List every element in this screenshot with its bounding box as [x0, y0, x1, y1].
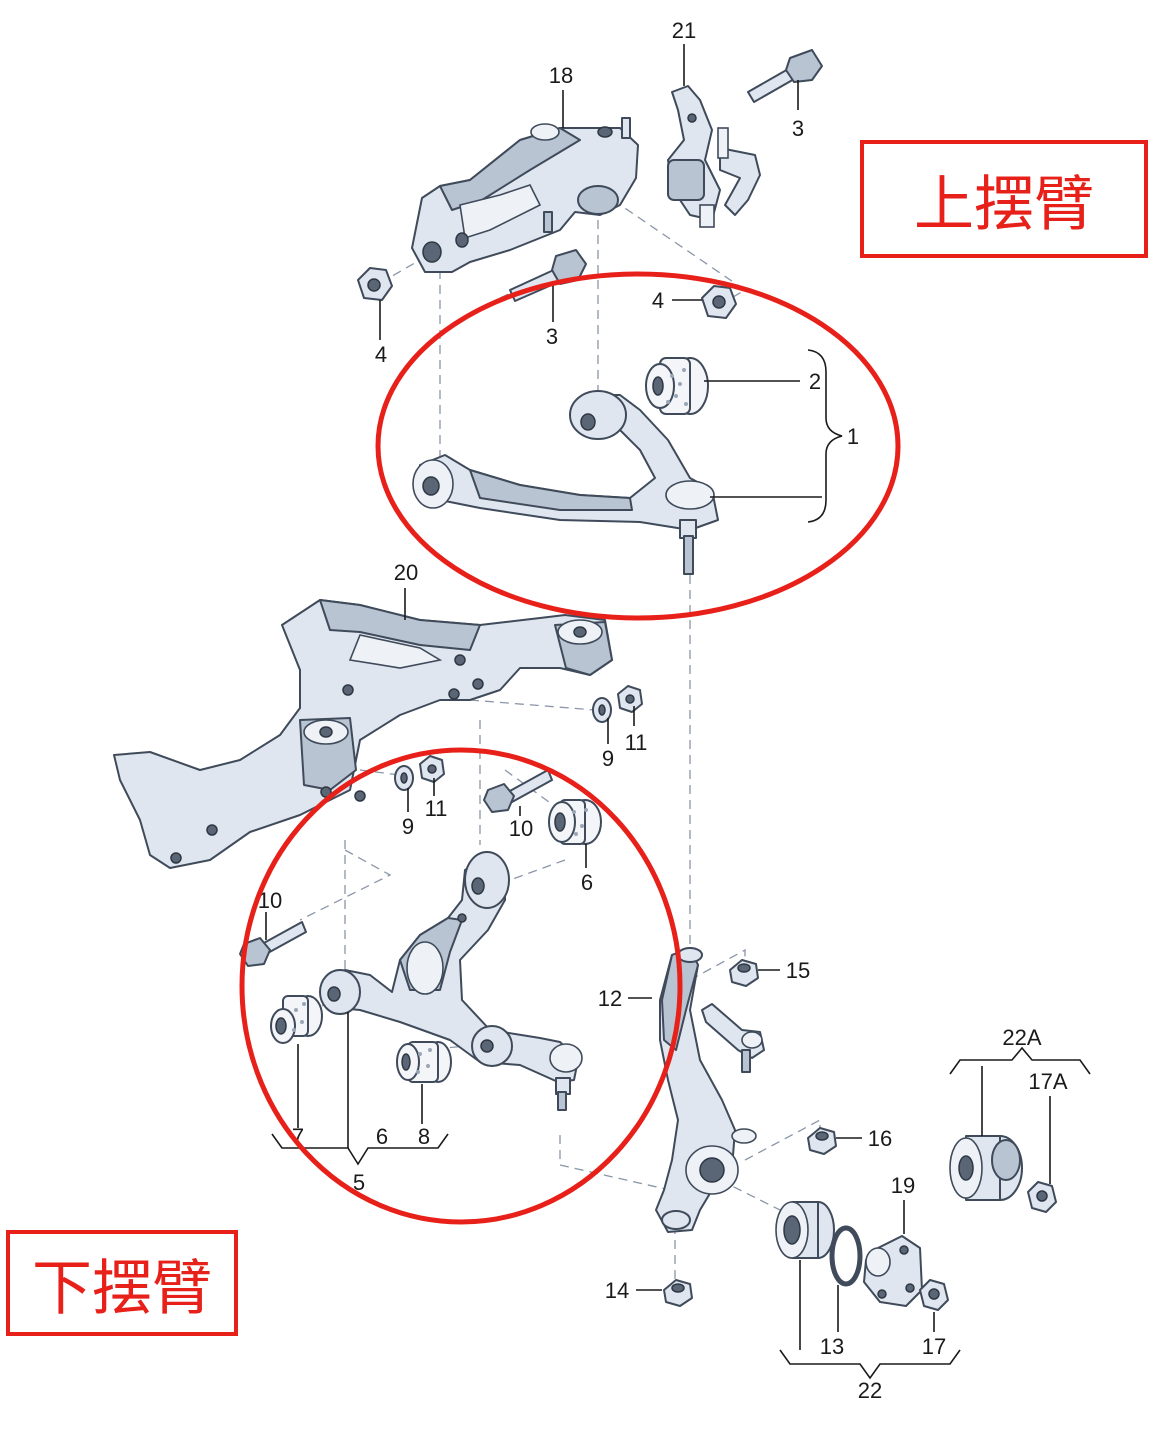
- label-5: 5: [353, 1170, 365, 1195]
- label-22: 22: [858, 1378, 882, 1403]
- label-14: 14: [605, 1278, 629, 1303]
- washer-9-lower: [394, 765, 414, 791]
- hub-nut-17: [919, 1279, 949, 1311]
- label-8: 8: [418, 1124, 430, 1149]
- label-10-right: 10: [509, 816, 533, 841]
- hub-nut-17a: [1027, 1181, 1057, 1213]
- label-18: 18: [549, 63, 573, 88]
- nut-11-upper: [617, 685, 643, 713]
- tie-rod-end: [701, 1003, 765, 1073]
- label-4-right: 4: [652, 288, 664, 313]
- steering-knuckle: [655, 947, 757, 1233]
- upper-control-arm: [412, 390, 719, 575]
- nut-16: [807, 1127, 837, 1155]
- label-16: 16: [868, 1126, 892, 1151]
- bushing-7: [270, 995, 323, 1044]
- label-22a: 22A: [1002, 1025, 1041, 1050]
- label-4-left: 4: [375, 342, 387, 367]
- nut-15: [729, 959, 759, 987]
- label-20: 20: [394, 560, 418, 585]
- lower-control-arm: [319, 851, 583, 1111]
- label-11-lower: 11: [425, 796, 448, 821]
- label-6-lower: 6: [376, 1124, 388, 1149]
- circlip: [829, 1225, 863, 1287]
- label-3-top: 3: [792, 116, 804, 141]
- subframe: [113, 599, 613, 869]
- label-6-upper: 6: [581, 870, 593, 895]
- upper-arm-highlight-ellipse: [375, 271, 901, 621]
- upper-mount-bracket: [411, 117, 639, 273]
- label-2: 2: [809, 369, 821, 394]
- upper-arm-label: 上摆臂: [860, 140, 1148, 258]
- part-number-labels: 18 21 3 4 3 4 2 1 20 9 11 9 11 10 6 10 1…: [258, 18, 1068, 1403]
- label-17a: 17A: [1028, 1069, 1067, 1094]
- nut-11-lower: [419, 755, 445, 783]
- wheel-bearing: [775, 1201, 835, 1259]
- leader-lines: [265, 44, 1091, 1380]
- wheel-hub: [863, 1235, 923, 1307]
- label-12: 12: [598, 986, 622, 1011]
- lower-arm-label: 下摆臂: [6, 1230, 238, 1336]
- nut-4-right: [701, 285, 737, 319]
- label-3-mid: 3: [546, 324, 558, 349]
- nut-4-left: [357, 267, 393, 301]
- washer-9-upper: [592, 697, 612, 723]
- label-1: 1: [847, 424, 859, 449]
- nut-14: [663, 1279, 693, 1307]
- bolt-3-top: [747, 49, 823, 103]
- label-9-lower: 9: [402, 814, 414, 839]
- lower-arm-highlight-ellipse: [239, 747, 683, 1225]
- label-15: 15: [786, 958, 810, 983]
- bolt-10-right: [483, 769, 553, 813]
- label-17: 17: [922, 1334, 946, 1359]
- bushing-6: [548, 799, 602, 845]
- hub-assembly-22a: [949, 1135, 1023, 1201]
- level-sensor: [667, 85, 761, 228]
- label-19: 19: [891, 1173, 915, 1198]
- label-11-upper: 11: [625, 730, 648, 755]
- bushing-8: [396, 1041, 452, 1083]
- label-21: 21: [672, 18, 696, 43]
- label-9-upper: 9: [602, 746, 614, 771]
- label-13: 13: [820, 1334, 844, 1359]
- bushing-2: [645, 357, 709, 415]
